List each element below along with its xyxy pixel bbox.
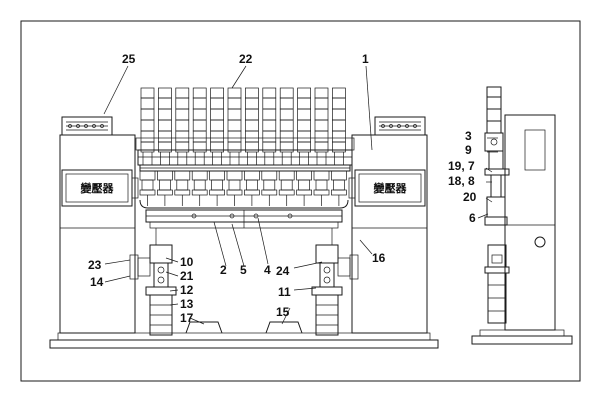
side-lower-cylinder (484, 244, 510, 324)
label-3: 3 (465, 129, 472, 143)
left-transformer: 變壓器 (61, 169, 139, 207)
welding-head (296, 170, 312, 206)
right-housing (351, 134, 428, 334)
front-view: 變壓器 變壓器 (49, 87, 439, 349)
leader-lines (103, 65, 498, 325)
side-view (471, 86, 573, 345)
welding-head (313, 170, 330, 206)
welding-head (278, 170, 295, 206)
left-housing (59, 134, 136, 334)
label-21: 21 (180, 269, 194, 283)
cylinder-unit (227, 87, 242, 165)
cylinder-unit (297, 87, 311, 165)
welding-head (191, 170, 208, 206)
label-22: 22 (239, 52, 253, 66)
welding-head (261, 170, 278, 206)
welding-head (226, 170, 243, 206)
right-transformer: 變壓器 (348, 169, 426, 207)
cylinder-unit (192, 87, 207, 165)
label-9: 9 (465, 143, 472, 157)
cylinder-unit (314, 87, 329, 165)
cylinder-unit (175, 87, 190, 165)
cylinder-unit (158, 87, 172, 165)
label-25: 25 (122, 52, 136, 66)
side-base (471, 335, 573, 345)
label-12: 12 (180, 283, 194, 297)
right-lower-column (311, 244, 359, 336)
label-23: 23 (88, 258, 102, 272)
welding-head-row (139, 170, 347, 206)
welding-head (139, 170, 156, 206)
cylinder-unit (245, 87, 259, 165)
right-transformer-label: 變壓器 (374, 181, 408, 195)
label-5: 5 (240, 263, 247, 277)
right-control-box (374, 116, 426, 136)
label-11: 11 (278, 285, 291, 299)
left-support (185, 321, 223, 334)
welding-table (139, 199, 349, 245)
front-base (49, 339, 439, 349)
welding-head (244, 170, 260, 206)
label-20: 20 (463, 190, 477, 204)
right-support (265, 321, 303, 334)
label-4: 4 (264, 263, 271, 277)
label-6: 6 (469, 211, 476, 225)
label-17: 17 (180, 311, 194, 325)
side-frame (504, 114, 556, 331)
left-transformer-label: 變壓器 (81, 181, 115, 195)
welding-head (174, 170, 191, 206)
label-2: 2 (220, 263, 227, 277)
welding-head (209, 170, 225, 206)
side-cylinder (484, 86, 510, 226)
label-13: 13 (180, 297, 194, 311)
left-control-box (61, 116, 113, 136)
left-lower-column (129, 244, 177, 336)
label-10: 10 (180, 255, 194, 269)
cylinder-unit (332, 87, 346, 165)
label-24: 24 (276, 264, 290, 278)
label-16: 16 (372, 251, 386, 265)
cylinder-unit (279, 87, 294, 165)
label-19-7: 19, 7 (448, 159, 475, 173)
label-14: 14 (90, 275, 104, 289)
cylinder-unit (140, 87, 155, 165)
top-cylinder-bank (135, 87, 355, 166)
label-1: 1 (362, 52, 369, 66)
label-15: 15 (276, 305, 290, 319)
side-gauge (534, 236, 546, 248)
welding-head (331, 170, 347, 206)
cylinder-unit (210, 87, 224, 165)
cylinder-unit (262, 87, 277, 165)
label-18-8: 18, 8 (448, 174, 475, 188)
callout-labels: 25 22 1 3 9 19, 7 18, 8 20 6 23 14 10 21… (88, 52, 477, 325)
outer-frame (20, 20, 581, 382)
welding-head (157, 170, 173, 206)
